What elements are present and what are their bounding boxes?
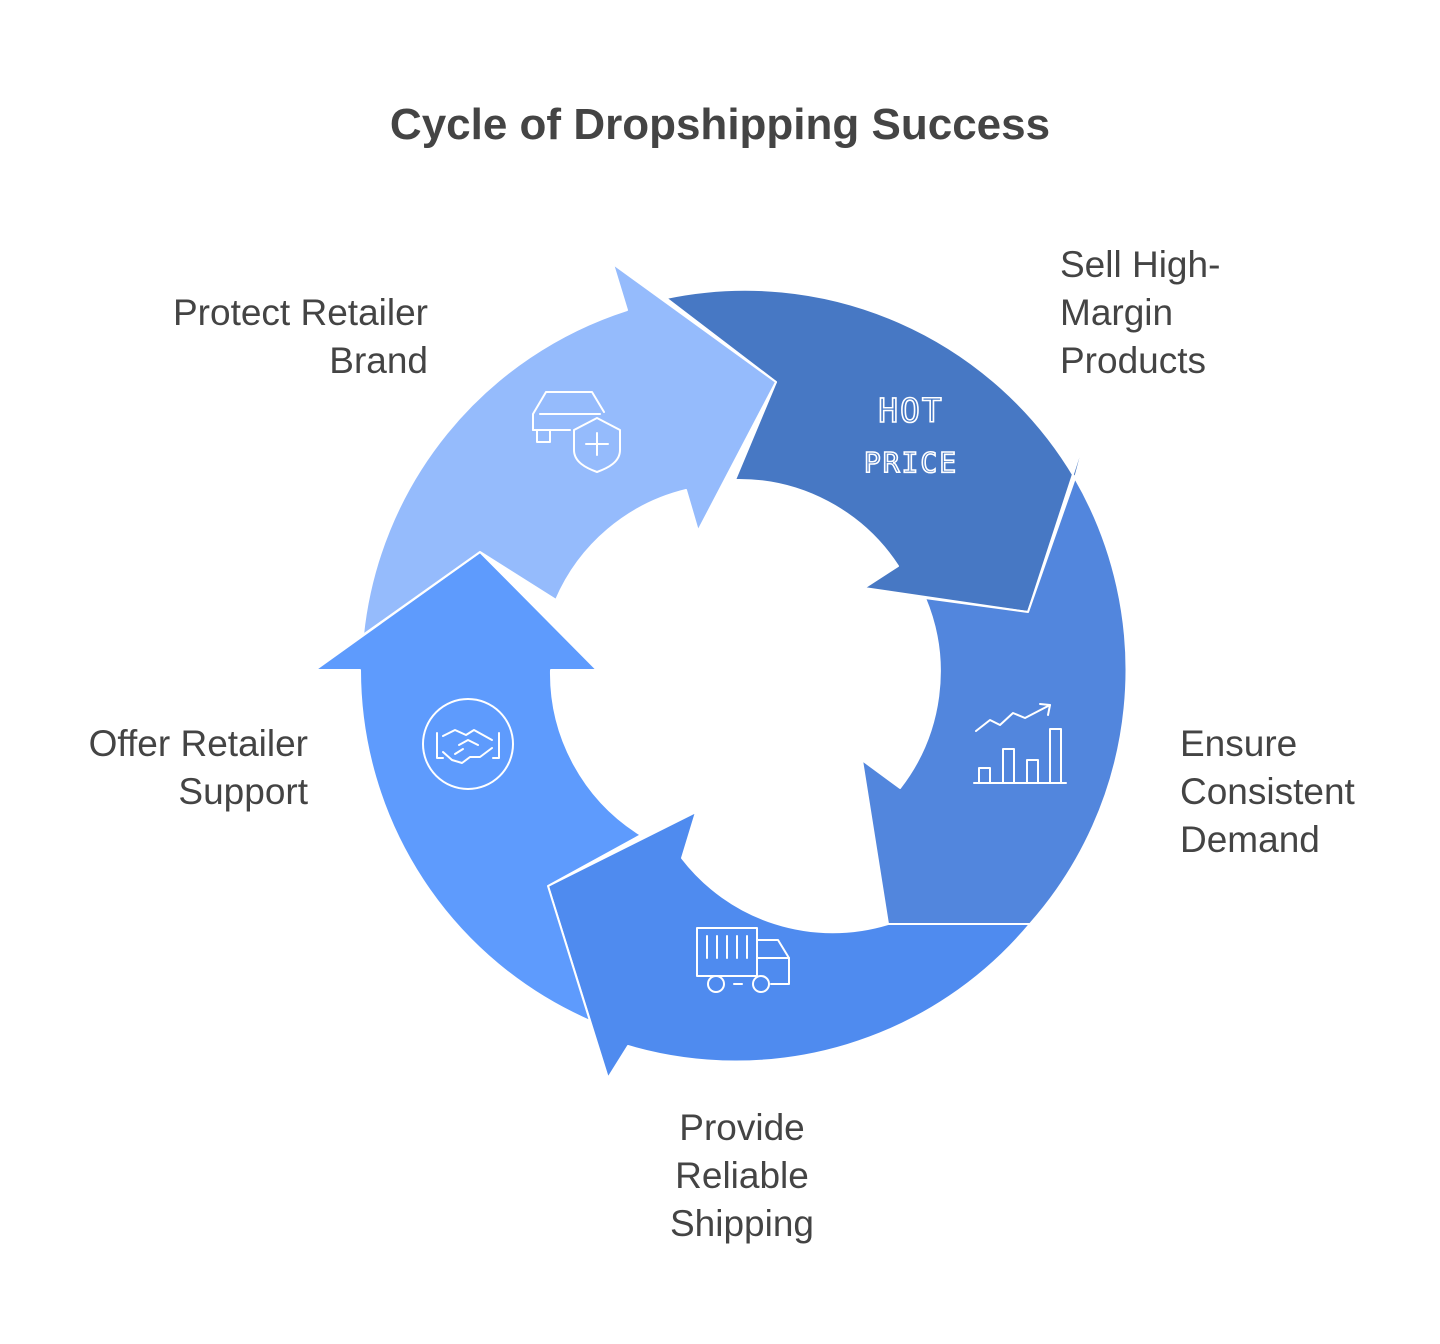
step-label-provide-shipping: Provide Reliable Shipping [669,1107,814,1244]
cycle-arrow-provide-shipping [547,811,1031,1079]
hot-price-icon: HOT PRICE [863,390,958,480]
car-shield-icon [532,391,621,473]
diagram-title: Cycle of Dropshipping Success [389,100,1051,149]
step-label-ensure-demand: Ensure Consistent Demand [1180,723,1355,860]
handshake-icon [422,698,514,790]
cycle-arrow-ensure-demand [861,477,1128,925]
step-label-offer-support: Offer Retailer Support [88,723,308,812]
price-label: PRICE [864,446,958,479]
step-label-sell-high-margin: Sell High- Margin Products [1060,244,1221,381]
cycle-arrow-sell-high-margin [665,288,1091,613]
growth-chart-icon [973,703,1067,784]
cycle-arrow-offer-support [314,551,642,1022]
delivery-truck-icon [696,927,790,993]
cycle-arrow-protect-brand [362,263,777,636]
step-label-protect-brand: Protect Retailer Brand [173,292,428,381]
hot-label: HOT [878,391,944,430]
